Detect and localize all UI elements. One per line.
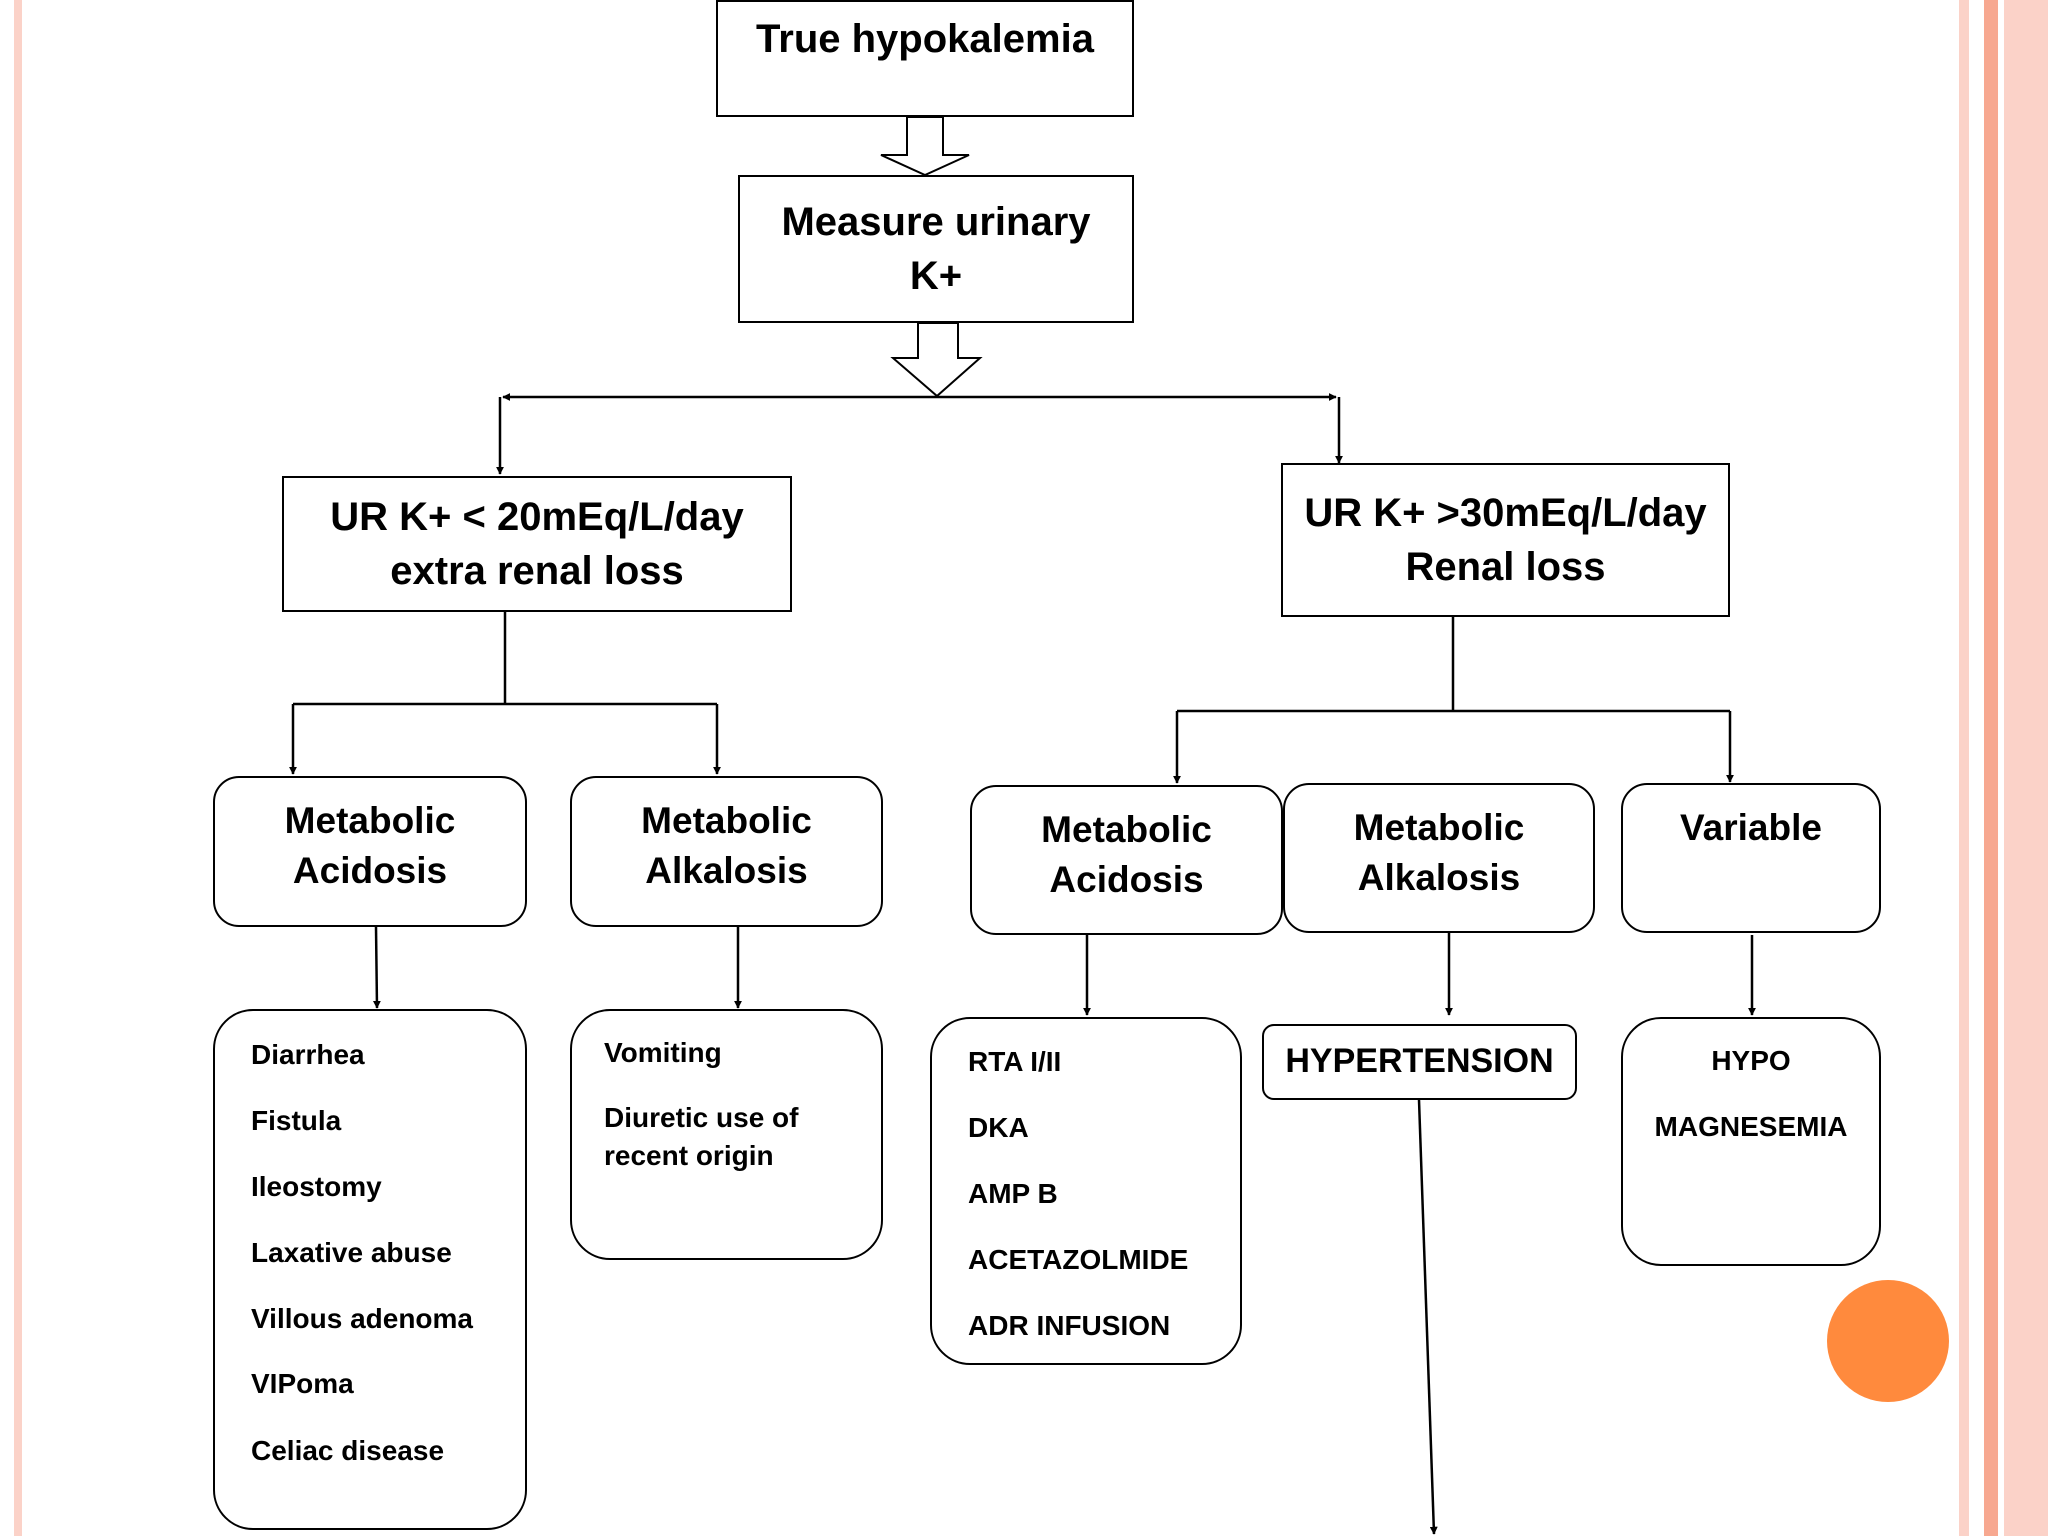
renal-loss-box: UR K+ >30mEq/L/day Renal loss — [1281, 463, 1730, 617]
left-acidosis-label-line2: Acidosis — [292, 849, 448, 891]
list-item: ADR INFUSION — [968, 1310, 1171, 1341]
renal-loss-label-line1: UR K+ >30mEq/L/day — [1304, 491, 1707, 535]
left-alkalosis-label-line1: Metabolic — [641, 800, 812, 841]
hypertension-down-arrow — [1417, 1099, 1438, 1535]
right-metabolic-acidosis-box: Metabolic Acidosis — [970, 785, 1283, 935]
list-item: RTA I/II — [968, 1046, 1062, 1077]
right-border-stripe-mid — [1984, 0, 1998, 1536]
list-item: Celiac disease — [251, 1435, 445, 1466]
right-acidosis-label-line2: Acidosis — [1049, 858, 1204, 900]
block-arrow-top — [880, 116, 970, 177]
true-hypokalemia-box: True hypokalemia — [716, 0, 1134, 117]
right-branch-tree — [1177, 617, 1730, 713]
true-hypokalemia-label: True hypokalemia — [756, 17, 1094, 61]
list-item: Laxative abuse — [251, 1237, 452, 1268]
right-alkalosis-label-line2: Alkalosis — [1357, 856, 1521, 898]
block-arrow-measure — [890, 322, 983, 398]
extra-renal-acidosis-causes-list: Diarrhea Fistula Ileostomy Laxative abus… — [213, 1009, 527, 1530]
left-border-stripe — [14, 0, 22, 1536]
list-item: HYPO — [1711, 1045, 1791, 1076]
list-item: MAGNESEMIA — [1654, 1111, 1848, 1142]
right-border-stripe-inner — [1959, 0, 1969, 1536]
right-acidosis-label-line1: Metabolic — [1041, 809, 1212, 850]
variable-causes-list: HYPO MAGNESEMIA — [1621, 1017, 1881, 1266]
extra-renal-alkalosis-causes-list: Vomiting Diuretic use of recent origin — [570, 1009, 883, 1260]
variable-label: Variable — [1680, 807, 1822, 848]
list-item: AMP B — [968, 1178, 1058, 1209]
list-item: DKA — [968, 1112, 1029, 1143]
list-item: recent origin — [604, 1140, 774, 1171]
variable-box: Variable — [1621, 783, 1881, 933]
list-item: Vomiting — [604, 1037, 722, 1068]
list-item: Diuretic use of — [604, 1102, 799, 1133]
extra-renal-label-line2: extra renal loss — [390, 549, 684, 593]
extra-renal-loss-box: UR K+ < 20mEq/L/day extra renal loss — [282, 476, 792, 612]
left-metabolic-alkalosis-box: Metabolic Alkalosis — [570, 776, 883, 927]
list-item: VIPoma — [251, 1368, 354, 1399]
renal-loss-label-line2: Renal loss — [1405, 545, 1606, 589]
right-border-stripe-outer — [2004, 0, 2048, 1536]
left-metabolic-acidosis-box: Metabolic Acidosis — [213, 776, 527, 927]
left-alkalosis-label-line2: Alkalosis — [645, 849, 808, 891]
hypertension-label: HYPERTENSION — [1285, 1042, 1554, 1081]
extra-renal-label-line1: UR K+ < 20mEq/L/day — [330, 495, 744, 539]
list-item: ACETAZOLMIDE — [968, 1244, 1189, 1275]
right-alkalosis-label-line1: Metabolic — [1353, 807, 1525, 848]
list-item: Diarrhea — [251, 1039, 365, 1070]
renal-acidosis-causes-list: RTA I/II DKA AMP B ACETAZOLMIDE ADR INFU… — [930, 1017, 1242, 1365]
right-metabolic-alkalosis-box: Metabolic Alkalosis — [1283, 783, 1595, 933]
measure-urinary-label-line2: K+ — [909, 254, 963, 298]
hypertension-box: HYPERTENSION — [1262, 1024, 1577, 1100]
orange-circle-decoration — [1827, 1280, 1949, 1402]
measure-urinary-label-line1: Measure urinary — [781, 200, 1091, 244]
list-item: Fistula — [251, 1105, 342, 1136]
list-item: Villous adenoma — [251, 1303, 473, 1334]
measure-urinary-k-box: Measure urinary K+ — [738, 175, 1134, 323]
list-item: Ileostomy — [251, 1171, 382, 1202]
left-acidosis-to-causes — [372, 926, 381, 1009]
left-branch-tree — [293, 611, 717, 706]
left-acidosis-label-line1: Metabolic — [284, 800, 456, 841]
